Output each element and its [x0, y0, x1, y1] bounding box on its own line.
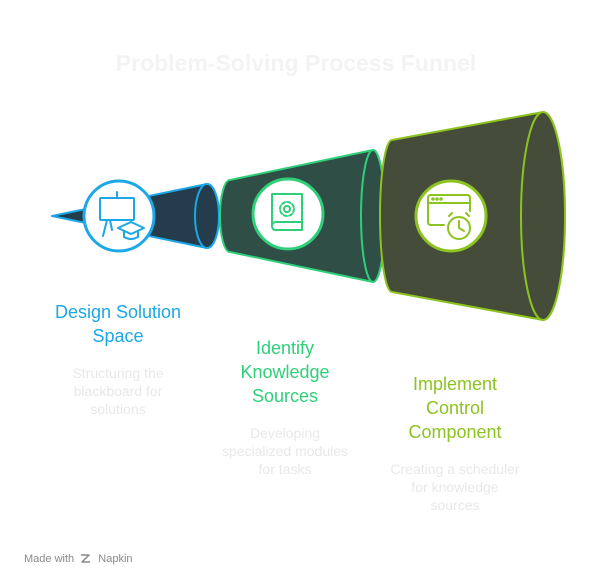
stage-3-description: Creating a scheduler for knowledge sourc…: [390, 461, 520, 513]
stage-1-label: Design Solution Space: [54, 302, 182, 346]
stage-3-label: Implement Control Component: [408, 374, 502, 442]
napkin-brand-text: Napkin: [98, 553, 133, 565]
diagram-title: Problem-Solving Process Funnel: [115, 50, 477, 76]
made-with-text: Made with: [24, 553, 75, 565]
blackboard-graduation-icon: [82, 179, 156, 253]
gear-book-icon: [251, 177, 325, 251]
stage-2-label: Identify Knowledge Sources: [240, 338, 330, 406]
stage-1-description: Structuring the blackboard for solutions: [72, 365, 164, 417]
stage-2-description: Developing specialized modules for tasks: [221, 425, 349, 477]
made-with-footer[interactable]: Made with Napkin: [24, 553, 133, 565]
napkin-logo-icon: [77, 553, 94, 565]
browser-clock-icon: [414, 179, 488, 253]
